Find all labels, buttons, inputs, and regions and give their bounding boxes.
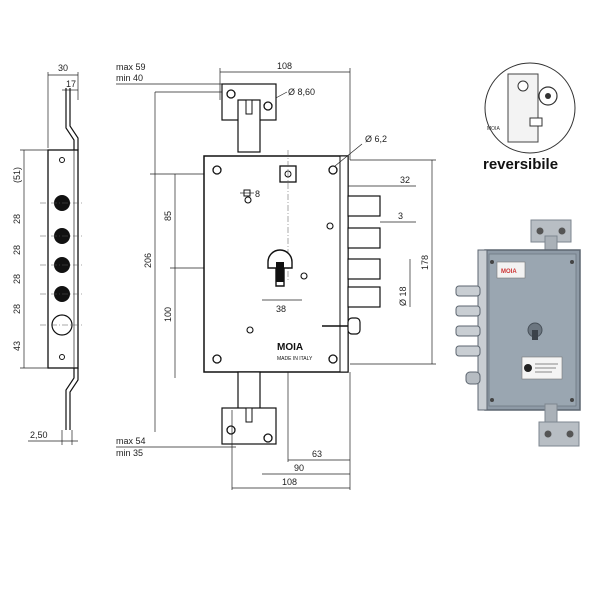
dim-pitch-1: 28 (12, 214, 22, 224)
dim-bolt-span: 178 (420, 255, 430, 270)
inset-bolt (529, 117, 543, 127)
front-view: max 59 min 40 108 Ø 8,60 206 100 85 (116, 61, 436, 490)
photo-bolt-1 (455, 285, 481, 297)
dim-width-total: 30 (58, 63, 68, 73)
keeper-bottom-hole-right (263, 433, 273, 443)
case-screw-small (246, 326, 254, 334)
side-view: 30 17 (51) 28 28 28 28 43 (12, 63, 84, 445)
photo-screw (570, 260, 574, 264)
side-upper-tab (65, 88, 75, 150)
latch-head (347, 317, 361, 335)
photo-keeper-hole (566, 430, 574, 438)
keeper-top-hole-left (226, 89, 236, 99)
front-bolt-1 (347, 195, 381, 217)
screw-top (59, 157, 65, 163)
side-lower-tab (65, 368, 75, 430)
dim-spindle-distance: 85 (163, 211, 173, 221)
keeper-top-slot (245, 99, 253, 115)
screw-bottom (59, 354, 65, 360)
photo-keeper-hole (536, 227, 544, 235)
front-bolt-2 (347, 227, 381, 249)
dim-keeper-width-top: 108 (277, 61, 292, 71)
front-bolt-3 (347, 258, 381, 280)
photo-bolt-2 (455, 305, 481, 317)
front-bolt-4 (347, 286, 381, 308)
dim-top-min: min 40 (116, 73, 143, 83)
dim-backset-90: 90 (294, 463, 304, 473)
photo-bolt-3 (455, 325, 481, 337)
case-screw (212, 165, 222, 175)
dim-bottom-max: max 54 (116, 436, 146, 446)
case-screw (328, 354, 338, 364)
reversible-inset: MOIA (484, 62, 576, 154)
dim-cylinder-width: 38 (276, 304, 286, 314)
keeper-top-hole-right (263, 101, 273, 111)
dim-cylinder-distance: 100 (163, 307, 173, 322)
keeper-bottom-slot (245, 407, 253, 423)
case-screw-small (300, 272, 308, 280)
dim-bolt-throw: 32 (400, 175, 410, 185)
dim-plate-thickness: 2,50 (30, 430, 48, 440)
keeper-bottom-hole-left (226, 425, 236, 435)
dim-bolt-dia: Ø 18 (398, 286, 408, 306)
case-screw-small (326, 222, 334, 230)
inset-latch-core (545, 93, 551, 99)
dim-case-hole: Ø 6,2 (365, 134, 387, 144)
plate-origin: MADE IN ITALY (277, 356, 313, 362)
photo-keeper-hole (558, 227, 566, 235)
photo-brand-sticker (496, 261, 526, 279)
inset-brand: MOIA (487, 126, 500, 132)
faceplate-edge (339, 155, 349, 373)
side-upper-tab-edge (69, 88, 79, 150)
lock-photo: MOIA (455, 219, 581, 447)
dim-keeper-hole: Ø 8,60 (288, 87, 315, 97)
photo-warning-icon (524, 364, 532, 372)
photo-screw (490, 398, 494, 402)
inset-screw (517, 80, 529, 92)
photo-latch (465, 371, 481, 385)
photo-keyhole-icon (532, 330, 538, 340)
case-screw (212, 354, 222, 364)
dim-pitch-4: 28 (12, 304, 22, 314)
dim-bolt-gap: 3 (398, 211, 403, 221)
dim-top-max: max 59 (116, 62, 146, 72)
dim-bottom-min: min 35 (116, 448, 143, 458)
photo-screw (490, 260, 494, 264)
dim-bolt-pitch-paren: (51) (12, 167, 22, 183)
photo-brand-text: MOIA (501, 269, 517, 275)
photo-bolt-4 (455, 345, 481, 357)
case-screw-small (244, 196, 252, 204)
side-lower-tab-edge (69, 368, 79, 430)
photo-keeper-hole (544, 430, 552, 438)
dim-keeper-width-bottom: 108 (282, 477, 297, 487)
dim-bottom-gap: 43 (12, 341, 22, 351)
photo-screw (570, 398, 574, 402)
reversible-label: reversibile (483, 156, 559, 173)
dim-pitch-3: 28 (12, 274, 22, 284)
dim-offset-top: 17 (66, 79, 76, 89)
plate-brand: MOIA (277, 342, 303, 353)
cylinder-keyhole-icon (276, 262, 284, 282)
dim-spindle-square: 8 (255, 189, 260, 199)
dim-pitch-2: 28 (12, 245, 22, 255)
dim-backset-63: 63 (312, 449, 322, 459)
case-screw (328, 165, 338, 175)
dim-case-height: 206 (143, 253, 153, 268)
leader-line (334, 143, 363, 167)
